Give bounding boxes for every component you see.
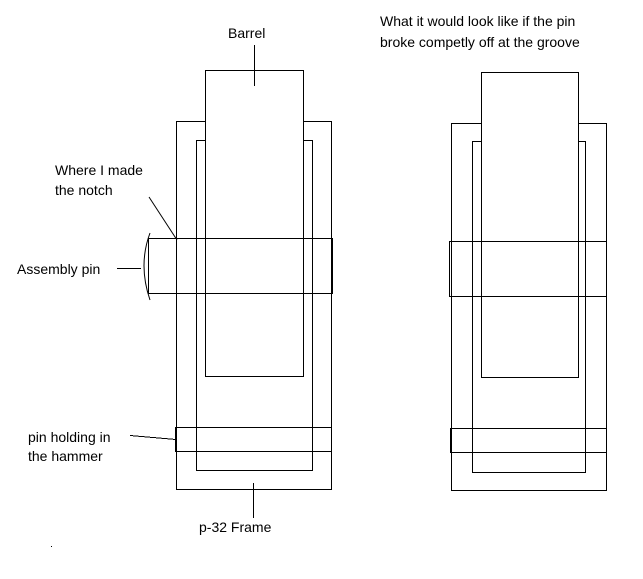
left-hammer-pin	[176, 427, 332, 452]
right-frame-inner	[472, 141, 586, 473]
barrel-label: Barrel	[228, 25, 265, 41]
right-barrel	[481, 72, 579, 378]
hammer-pin-label-line1: pin holding in	[28, 429, 111, 445]
hammer-pin-leader-line	[129, 435, 177, 440]
notch-leader-line	[148, 196, 178, 241]
right-hammer-pin	[451, 428, 607, 453]
right-hammer-pin-end	[450, 428, 452, 453]
hammer-pin-label-line2: the hammer	[28, 448, 103, 464]
right-title-line2: broke competly off at the groove	[380, 34, 580, 50]
right-assembly: What it would look like if the pin broke…	[380, 13, 607, 491]
left-barrel	[205, 70, 304, 377]
left-assembly-pin-head	[143, 232, 151, 301]
frame-label: p-32 Frame	[199, 519, 272, 535]
left-assembly: Barrel Where I made the notch Assembly p…	[17, 25, 333, 535]
assembly-pin-label: Assembly pin	[17, 261, 100, 277]
notch-label-line2: the notch	[55, 182, 113, 198]
left-frame-inner	[196, 140, 313, 471]
left-assembly-pin	[148, 238, 333, 294]
notch-label-line1: Where I made	[55, 162, 143, 178]
right-title-line1: What it would look like if the pin	[380, 13, 575, 29]
right-assembly-pin	[449, 241, 607, 297]
stray-dot	[51, 546, 52, 547]
